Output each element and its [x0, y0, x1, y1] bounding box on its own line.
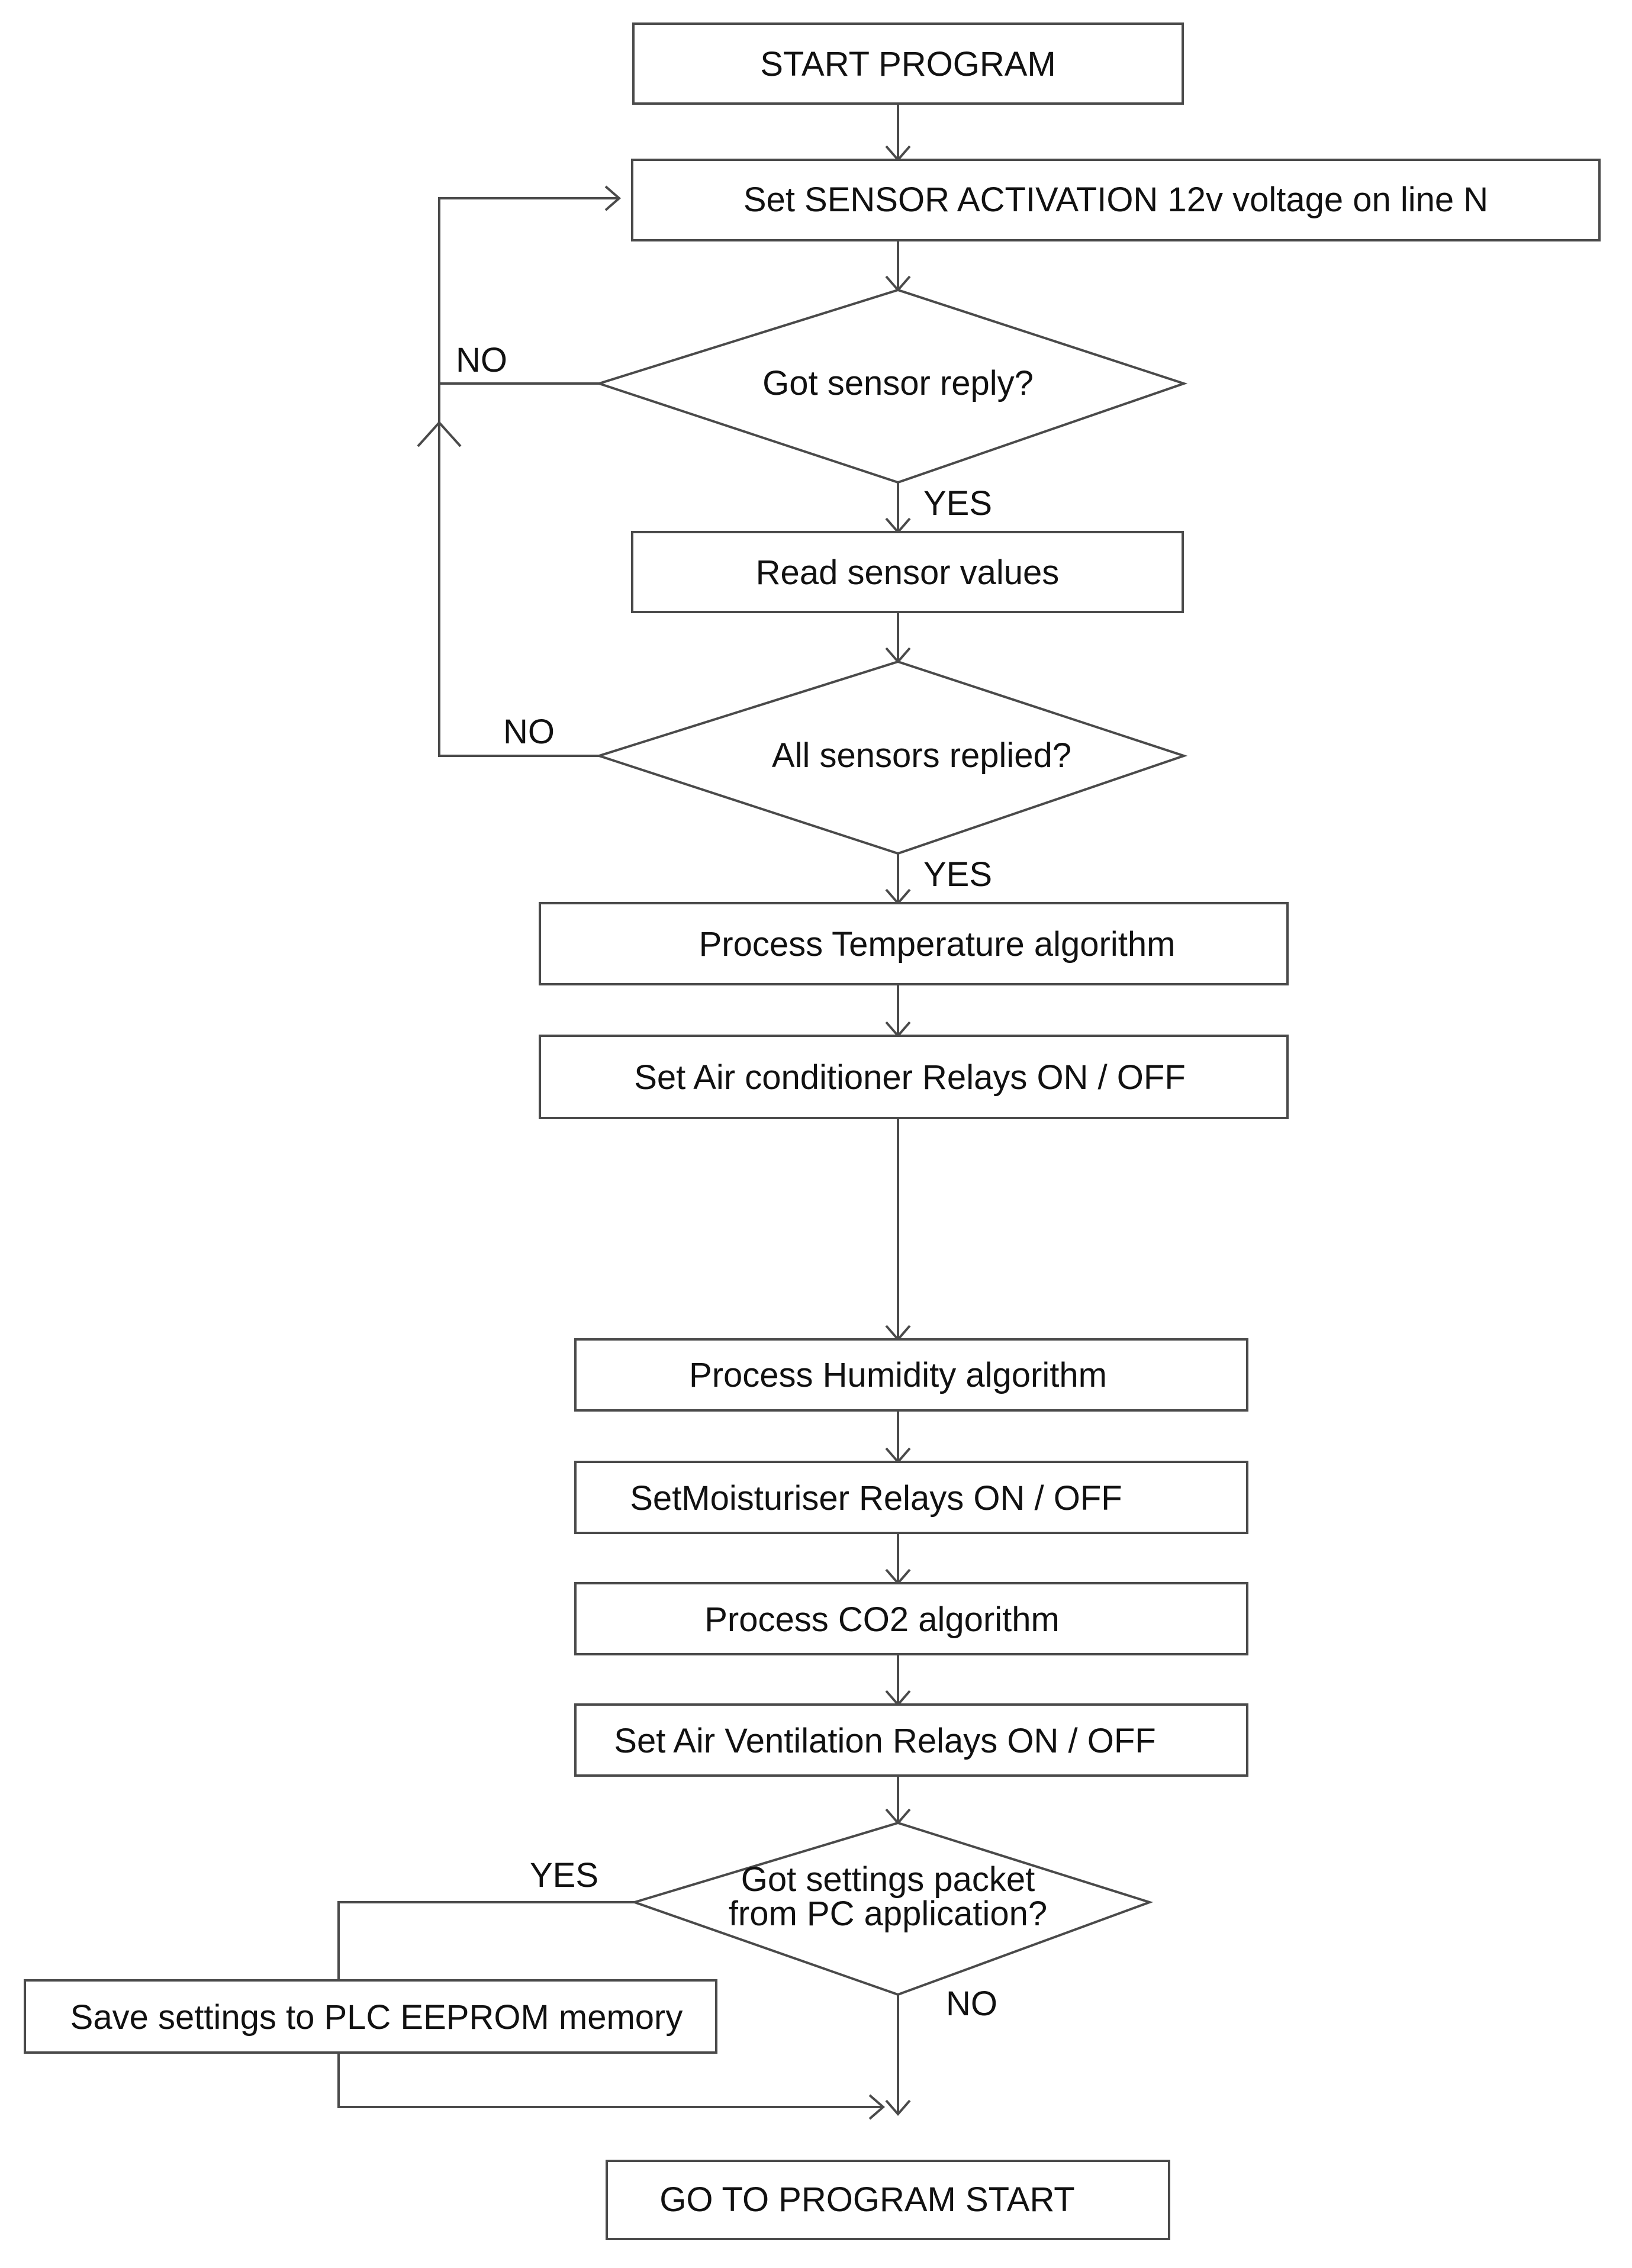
label-no-allreplied: NO: [503, 713, 555, 751]
decision-all-replied: All sensors replied?: [595, 660, 1188, 855]
decision-got-reply-text: Got sensor reply?: [762, 364, 1034, 402]
node-process-co2: Process CO2 algorithm: [574, 1582, 1248, 1655]
decision-got-settings-text-line1: Got settings packet: [741, 1860, 1035, 1899]
decision-got-reply: Got sensor reply?: [595, 288, 1188, 484]
label-yes-settings: YES: [530, 1856, 598, 1895]
connector-settings-yes-save: [337, 1901, 635, 1980]
node-set-moisturiser: SetMoisturiser Relays ON / OFF: [574, 1461, 1248, 1534]
branch-labels: NO YES NO YES YES NO: [456, 341, 997, 2023]
node-set-ac: Set Air conditioner Relays ON / OFF: [539, 1035, 1289, 1119]
node-sensor-activation: Set SENSOR ACTIVATION 12v voltage on lin…: [631, 159, 1601, 241]
node-read-values-text: Read sensor values: [756, 553, 1060, 592]
connector-save-merge: [337, 2053, 883, 2108]
node-start-text: START PROGRAM: [760, 45, 1056, 83]
label-no-settings: NO: [946, 1985, 997, 2023]
node-set-ventilation: Set Air Ventilation Relays ON / OFF: [574, 1703, 1248, 1777]
connectors: [337, 104, 911, 2120]
node-save-settings-text: Save settings to PLC EEPROM memory: [70, 1998, 683, 2037]
label-yes-allreplied: YES: [923, 855, 992, 894]
node-sensor-activation-text: Set SENSOR ACTIVATION 12v voltage on lin…: [743, 181, 1488, 219]
decision-got-settings: Got settings packet from PC application?: [630, 1821, 1154, 1996]
node-process-humidity: Process Humidity algorithm: [574, 1338, 1248, 1412]
node-go-to-start: GO TO PROGRAM START: [606, 2160, 1170, 2240]
arrowhead: [868, 2094, 886, 2120]
node-start: START PROGRAM: [632, 22, 1184, 105]
label-yes-reply: YES: [923, 484, 992, 523]
decision-got-settings-text-line2: from PC application?: [729, 1895, 1047, 1933]
node-save-settings: Save settings to PLC EEPROM memory: [24, 1979, 717, 2054]
decision-all-replied-text: All sensors replied?: [772, 736, 1071, 775]
node-go-to-start-text: GO TO PROGRAM START: [659, 2180, 1074, 2219]
connector-reply-no-loop: [438, 197, 619, 385]
node-read-values: Read sensor values: [631, 531, 1184, 613]
node-process-humidity-text: Process Humidity algorithm: [689, 1356, 1107, 1394]
node-set-ac-text: Set Air conditioner Relays ON / OFF: [634, 1058, 1186, 1097]
node-set-moisturiser-text: SetMoisturiser Relays ON / OFF: [630, 1479, 1122, 1518]
label-no-reply: NO: [456, 341, 507, 379]
arrowhead: [885, 2099, 911, 2116]
node-process-temp: Process Temperature algorithm: [539, 902, 1289, 985]
connector-allreplied-no-loop: [438, 384, 599, 757]
arrowhead: [604, 185, 622, 211]
arrowhead-up: [417, 421, 462, 447]
node-set-ventilation-text: Set Air Ventilation Relays ON / OFF: [614, 1722, 1155, 1760]
node-process-co2-text: Process CO2 algorithm: [704, 1600, 1060, 1639]
node-process-temp-text: Process Temperature algorithm: [699, 925, 1176, 964]
